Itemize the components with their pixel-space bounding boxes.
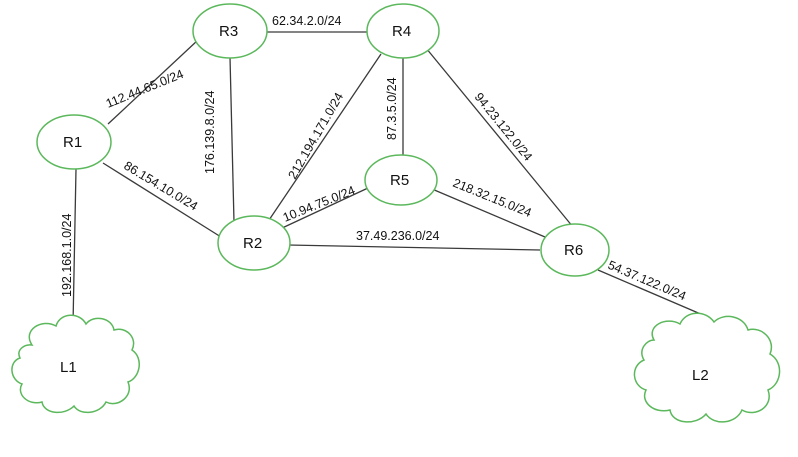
router-r2: R2 [217, 215, 291, 271]
router-r5-label: R5 [390, 172, 409, 189]
router-r6-label: R6 [564, 242, 583, 259]
link-label-r5-r6: 218.32.15.0/24 [451, 176, 534, 220]
links [72, 31, 711, 326]
link-label-r4-r6: 94.23.122.0/24 [472, 90, 535, 164]
router-r3: R3 [192, 3, 268, 59]
link-label-r6-l2: 54.37.122.0/24 [606, 258, 688, 303]
link-r2-r5 [279, 187, 369, 230]
link-r1-r2 [102, 162, 222, 238]
link-label-r2-r6: 37.49.236.0/24 [356, 229, 439, 243]
link-label-r2-r5: 10.94.75.0/24 [281, 183, 357, 225]
router-r2-label: R2 [243, 235, 262, 252]
link-r4-r6 [425, 47, 574, 228]
link-label-r3-r2: 176.139.8.0/24 [203, 91, 217, 174]
cloud-l2: L2 [633, 312, 781, 423]
link-r1-l1 [72, 168, 77, 326]
link-r1-r3 [107, 39, 199, 125]
link-label-r1-r3: 112.44.65.0/24 [104, 67, 186, 111]
router-r5: R5 [364, 154, 438, 206]
link-label-r4-r5: 87.3.5.0/24 [385, 77, 399, 140]
cloud-l1-label: L1 [60, 359, 77, 376]
link-r2-r6 [287, 244, 541, 251]
link-label-r4-r2: 212.194.171.0/24 [285, 90, 346, 181]
link-r4-r2 [264, 53, 382, 227]
router-r1: R1 [36, 114, 112, 170]
router-r4: R4 [366, 3, 440, 59]
link-r5-r6 [431, 188, 546, 238]
link-label-r1-l1: 192.168.1.0/24 [60, 214, 74, 297]
link-label-r3-r4: 62.34.2.0/24 [272, 14, 342, 28]
link-r6-l2 [597, 269, 711, 319]
cloud-l1: L1 [11, 314, 140, 414]
router-r6: R6 [540, 223, 610, 277]
router-r1-label: R1 [63, 134, 82, 151]
router-r3-label: R3 [219, 23, 238, 40]
router-r4-label: R4 [392, 23, 411, 40]
link-r3-r2 [229, 56, 235, 223]
link-label-r1-r2: 86.154.10.0/24 [121, 159, 200, 214]
cloud-l2-label: L2 [692, 367, 709, 384]
